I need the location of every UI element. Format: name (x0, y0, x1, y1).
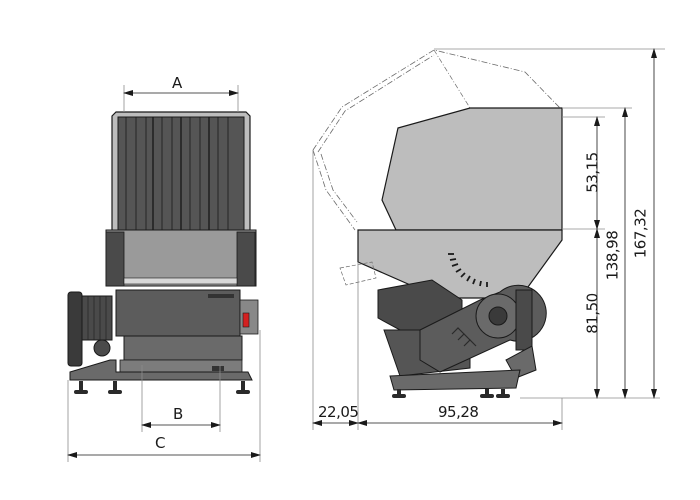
dimension-label-c: C (155, 434, 165, 452)
dimension-label-b: B (173, 405, 183, 423)
dimension-depth: 95,28 (438, 403, 479, 421)
dimension-label-a: A (172, 74, 182, 92)
dimension-open-height: 167,32 (631, 208, 650, 259)
dimension-overhang: 22,05 (318, 403, 359, 421)
side-view (312, 49, 563, 398)
dimension-closed-height: 138,98 (603, 230, 622, 281)
dimension-hopper-height: 53,15 (583, 152, 602, 193)
front-view (67, 111, 259, 394)
dimension-base-height: 81,50 (583, 293, 602, 334)
front-dimension-lines (67, 85, 261, 462)
side-dimension-lines (312, 48, 665, 430)
